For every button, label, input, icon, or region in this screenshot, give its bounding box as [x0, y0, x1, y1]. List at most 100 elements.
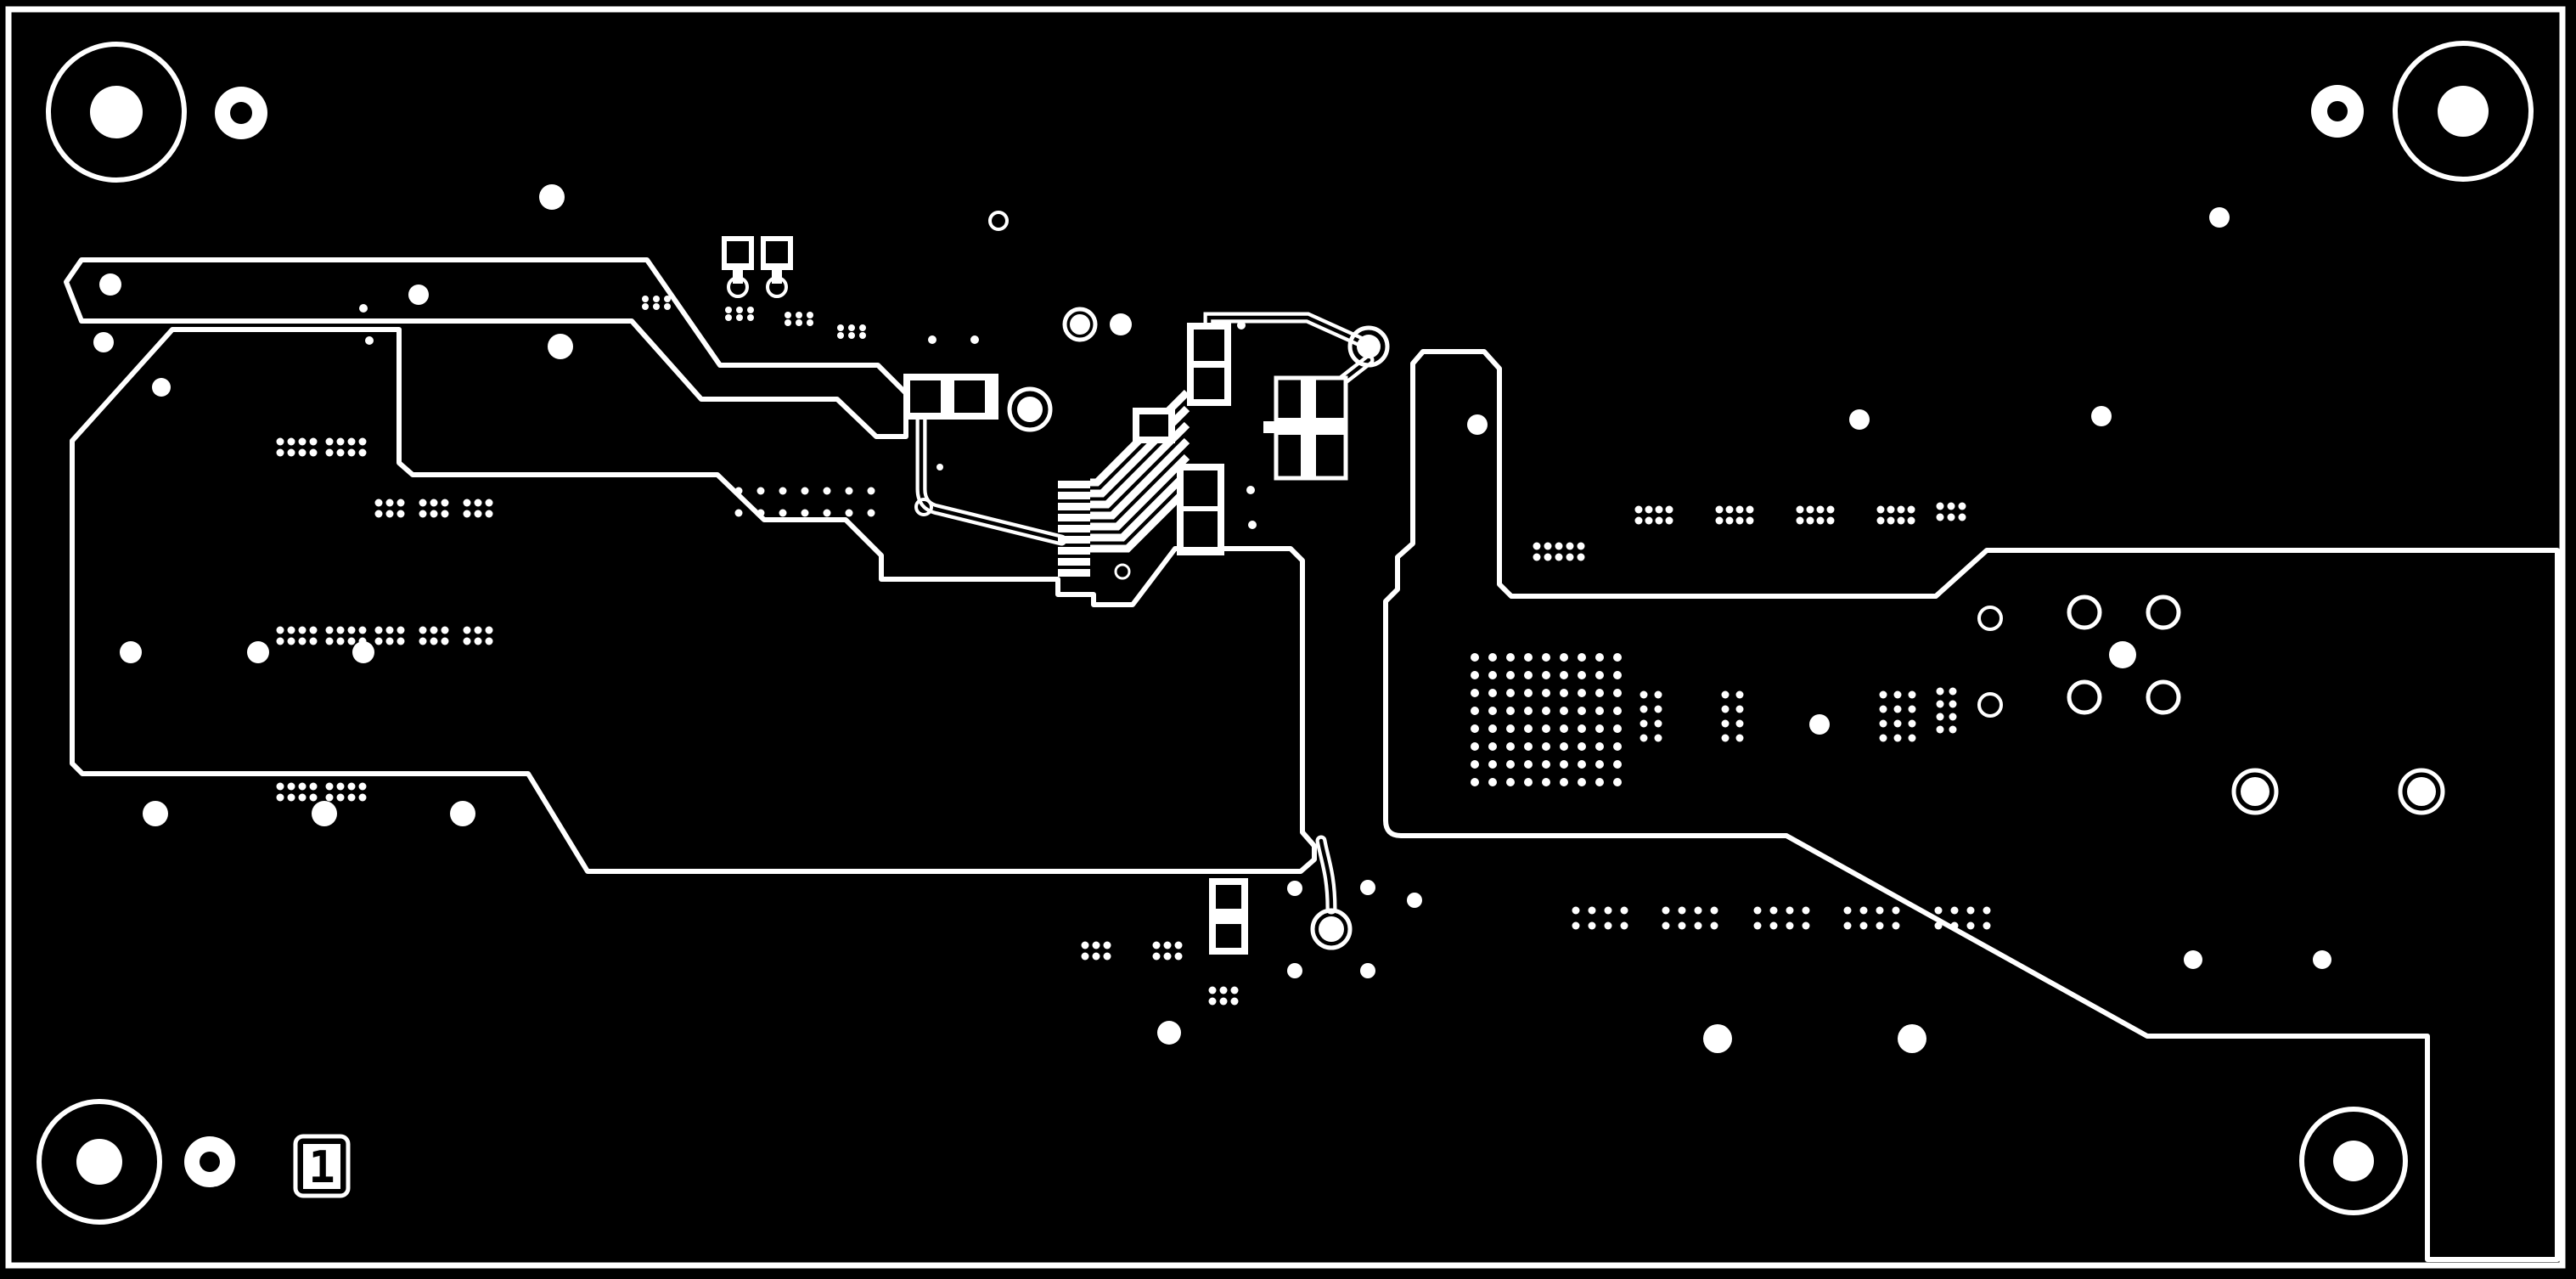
- stitching-via: [1208, 997, 1217, 1006]
- stitching-via: [1471, 707, 1479, 715]
- stitching-via: [1806, 505, 1814, 514]
- stitching-via: [485, 499, 493, 507]
- stitching-via: [1662, 906, 1670, 915]
- stitching-via: [848, 324, 855, 331]
- through-hole-pads: [93, 184, 2331, 1053]
- stitching-via: [463, 637, 471, 645]
- hollow-via-ring: [1977, 606, 2003, 631]
- stitching-via: [1958, 513, 1966, 521]
- stitching-via: [1876, 516, 1885, 525]
- stitching-via: [347, 448, 356, 457]
- stitching-via: [1796, 516, 1804, 525]
- stitching-via: [664, 303, 671, 310]
- stitching-via: [736, 314, 743, 321]
- stitching-via: [1103, 941, 1111, 949]
- stitching-via: [1103, 952, 1111, 961]
- stitching-via: [1542, 707, 1550, 715]
- stitching-via: [325, 626, 334, 634]
- stitching-via: [867, 487, 875, 495]
- via-cluster: [725, 307, 754, 321]
- through-hole-pad: [1287, 963, 1302, 978]
- via-cluster: [374, 499, 405, 518]
- stitching-via: [1796, 505, 1804, 514]
- stitching-via: [1542, 742, 1550, 751]
- stitching-via: [1595, 671, 1604, 679]
- stitching-via: [823, 487, 831, 495]
- stitching-via: [1634, 505, 1643, 514]
- stitching-via: [485, 510, 493, 518]
- stitching-via-clusters: [276, 296, 1991, 1006]
- stitching-via: [1654, 719, 1662, 728]
- stitching-via: [837, 324, 844, 331]
- stitching-via: [1859, 921, 1868, 930]
- stitching-via: [1092, 941, 1100, 949]
- stitching-via: [1725, 505, 1734, 514]
- stitching-via: [1897, 505, 1905, 514]
- stitching-via: [430, 637, 438, 645]
- stitching-via: [1533, 553, 1541, 561]
- via-center: [1357, 335, 1381, 358]
- via-cluster: [1843, 906, 1900, 930]
- stitching-via: [287, 626, 295, 634]
- through-hole-pad: [1849, 409, 1870, 430]
- stitching-via: [1843, 921, 1852, 930]
- stitching-via: [1907, 516, 1915, 525]
- stitching-via: [1721, 690, 1730, 699]
- layer-marker-box: [293, 1134, 351, 1198]
- stitching-via: [385, 510, 394, 518]
- stitching-via: [725, 307, 732, 313]
- stitching-via: [1908, 719, 1916, 728]
- stitching-via: [419, 499, 427, 507]
- stitching-via: [276, 448, 284, 457]
- via-cluster: [276, 626, 318, 645]
- stitching-via: [441, 626, 449, 634]
- stitching-via: [1566, 542, 1574, 550]
- stitching-via: [287, 437, 295, 446]
- stitching-via: [1613, 689, 1622, 697]
- stitching-via: [1542, 671, 1550, 679]
- fanout-trace: [1090, 421, 1190, 509]
- stitching-via: [1640, 705, 1648, 713]
- stitching-via: [1471, 760, 1479, 769]
- stitching-via: [1897, 516, 1905, 525]
- via-cluster: [837, 324, 866, 339]
- main-ground-pour: [70, 327, 1317, 874]
- stitching-via: [823, 509, 831, 517]
- stitching-via: [1966, 906, 1975, 915]
- through-hole-pad: [928, 335, 936, 344]
- stitching-via: [1542, 653, 1550, 662]
- stitching-via: [485, 637, 493, 645]
- stitching-via: [801, 509, 809, 517]
- component-pad-opening: [954, 380, 985, 413]
- stitching-via: [1595, 707, 1604, 715]
- fanout-trace: [1090, 486, 1190, 553]
- stitching-via: [1892, 921, 1900, 930]
- stitching-via: [653, 303, 660, 310]
- via-cluster: [1879, 690, 1916, 742]
- outlined-trace-core: [919, 415, 1064, 543]
- stitching-via: [1640, 719, 1648, 728]
- stitching-via: [1949, 725, 1957, 734]
- stitching-via: [1949, 700, 1957, 708]
- stitching-via: [1936, 687, 1944, 696]
- stitching-via: [1613, 707, 1622, 715]
- stitching-via: [1506, 707, 1515, 715]
- stitching-via: [1876, 505, 1885, 514]
- donut-pad-hole: [200, 1152, 220, 1172]
- stitching-via: [1572, 921, 1580, 930]
- stitching-via: [1936, 513, 1944, 521]
- via-cluster: [1208, 986, 1239, 1006]
- mounting-hole-ring: [46, 42, 187, 183]
- stitching-via: [1506, 778, 1515, 786]
- stitching-via: [1524, 689, 1533, 697]
- stitching-via: [1816, 505, 1825, 514]
- stitching-via: [1879, 705, 1887, 713]
- through-hole-pad: [120, 641, 142, 663]
- via-cluster: [325, 626, 367, 645]
- stitching-via: [1604, 921, 1612, 930]
- fanout-trace: [1090, 470, 1190, 542]
- stitching-via: [1174, 952, 1183, 961]
- via-cluster: [1533, 542, 1585, 561]
- ic-pad-bar: [1058, 481, 1090, 488]
